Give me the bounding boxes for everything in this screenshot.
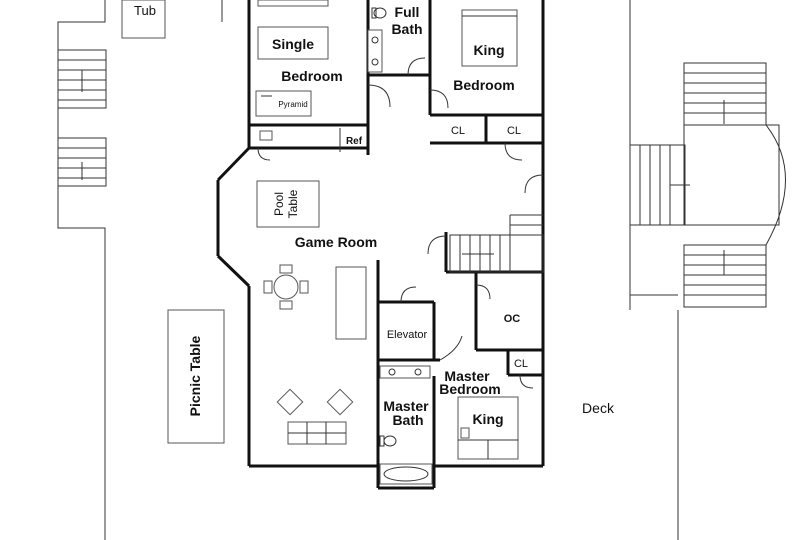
hot-tub: [121, 0, 166, 39]
master-bathtub: [379, 463, 433, 485]
master-bedroom-label-1: Master: [444, 368, 490, 384]
right-deck-outline: [629, 0, 786, 540]
full-bath-label-2: Bath: [391, 21, 422, 37]
tub-label: Tub: [134, 3, 156, 18]
single-bed-top: [257, 0, 329, 7]
door-swings: [257, 57, 544, 389]
deck-label: Deck: [582, 400, 615, 416]
full-bath-label-1: Full: [395, 4, 420, 20]
chair-right: [326, 388, 354, 416]
bedroom-top-left-label: Bedroom: [281, 68, 342, 84]
master-bath-vanity: [379, 365, 431, 379]
king-bed-top-label: King: [473, 42, 504, 58]
bedroom-top-right-label: Bedroom: [453, 77, 514, 93]
sofa: [287, 421, 347, 445]
picnic-table-label: Picnic Table: [187, 335, 203, 416]
king-bed-top: [461, 9, 518, 67]
picnic-table: [167, 309, 225, 444]
single-bed: [257, 26, 329, 60]
closet-left-label: CL: [451, 125, 465, 137]
round-table: [263, 264, 309, 310]
game-room-label: Game Room: [295, 234, 377, 250]
master-bath-toilet: [383, 435, 397, 447]
left-deck-outline: [57, 0, 223, 540]
full-bath-toilet: [373, 7, 387, 19]
closet-master-label: CL: [514, 358, 528, 370]
full-bath-vanity: [367, 29, 383, 73]
chair-left: [276, 388, 304, 416]
single-bed-label: Single: [272, 36, 314, 52]
pool-table-label-2: Table: [286, 189, 300, 218]
house-walls: [216, 0, 545, 490]
interior-stairs: [449, 214, 544, 273]
master-bath-label-1: Master: [383, 398, 429, 414]
ref-label: Ref: [346, 136, 363, 147]
pyramid-label: Pyramid: [278, 100, 307, 109]
closet-right-label: CL: [507, 125, 521, 137]
master-bedroom-label-2: Bedroom: [439, 381, 500, 397]
game-room-counter: [335, 266, 367, 340]
elevator-label: Elevator: [387, 329, 428, 341]
king-bed-master-label: King: [472, 411, 503, 427]
oc-label: OC: [504, 313, 521, 325]
pool-table: [256, 180, 320, 228]
pool-table-label-1: Pool: [272, 192, 286, 216]
pyramid-bed: [255, 90, 312, 117]
master-bath-label-2: Bath: [392, 412, 423, 428]
